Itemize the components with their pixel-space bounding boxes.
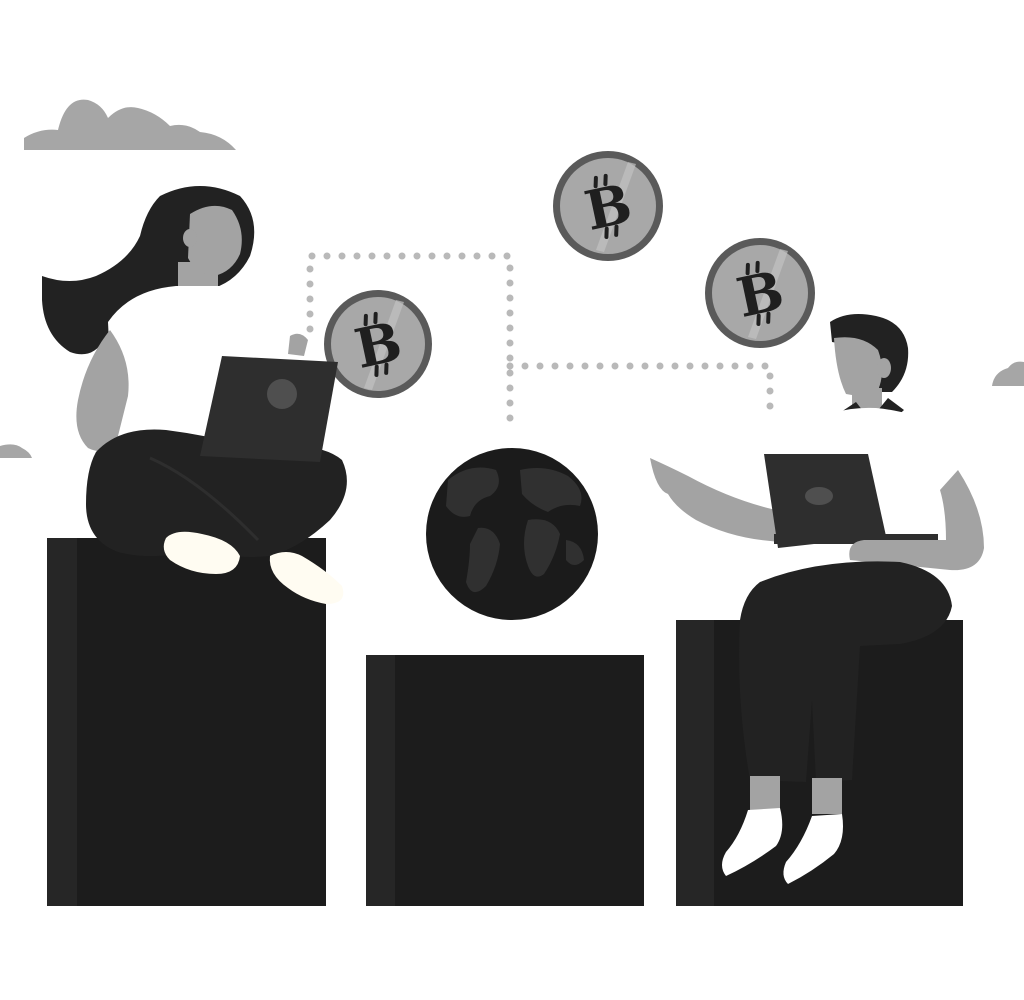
woman-figure	[42, 186, 347, 604]
middle-pedestal	[366, 655, 644, 906]
cloud-icon	[992, 361, 1024, 386]
woman-shoe-right	[269, 552, 344, 604]
man-shoe-left	[722, 808, 783, 876]
man-shoe-right	[783, 814, 843, 884]
cloud-icon	[24, 99, 236, 150]
cloud-icon	[0, 444, 32, 458]
woman-shoe-left	[163, 531, 240, 574]
bitcoin-icon: B	[705, 238, 815, 348]
man-figure	[650, 314, 984, 884]
left-pedestal	[47, 538, 326, 906]
woman-laptop	[200, 356, 338, 462]
bitcoin-icon: B	[324, 290, 432, 398]
bitcoin-icon: B	[553, 151, 663, 261]
dotted-connection-line	[306, 252, 774, 424]
globe-icon	[426, 448, 598, 620]
